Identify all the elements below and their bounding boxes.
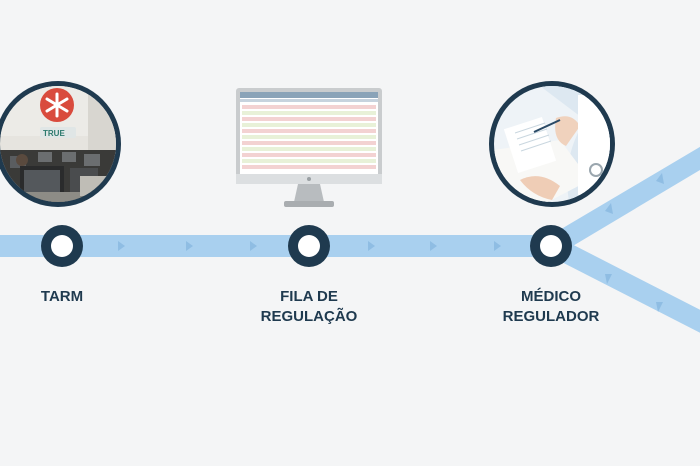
step-label-line1: MÉDICO bbox=[521, 288, 581, 305]
call-center-photo: TRUE bbox=[0, 81, 121, 207]
doctor-photo bbox=[489, 81, 615, 207]
step-label-line1: TARM bbox=[40, 288, 84, 305]
step-label-medico: MÉDICO REGULADOR bbox=[491, 287, 611, 327]
node-fila bbox=[288, 225, 330, 267]
step-label-tarm: TARM bbox=[22, 287, 102, 307]
monitor-screen bbox=[236, 88, 382, 207]
branch-track-down bbox=[546, 236, 700, 333]
step-label-line2: REGULADOR bbox=[502, 308, 600, 325]
track-arrows bbox=[118, 173, 664, 312]
step-label-fila: FILA DE REGULAÇÃO bbox=[249, 287, 369, 327]
screen-table-rows bbox=[242, 105, 376, 169]
node-medico bbox=[530, 225, 572, 267]
main-track bbox=[0, 235, 550, 257]
call-center-sign: TRUE bbox=[43, 129, 65, 138]
step-label-line2: REGULAÇÃO bbox=[260, 308, 358, 325]
step-label-line1: FILA DE bbox=[280, 288, 338, 305]
node-tarm bbox=[41, 225, 83, 267]
